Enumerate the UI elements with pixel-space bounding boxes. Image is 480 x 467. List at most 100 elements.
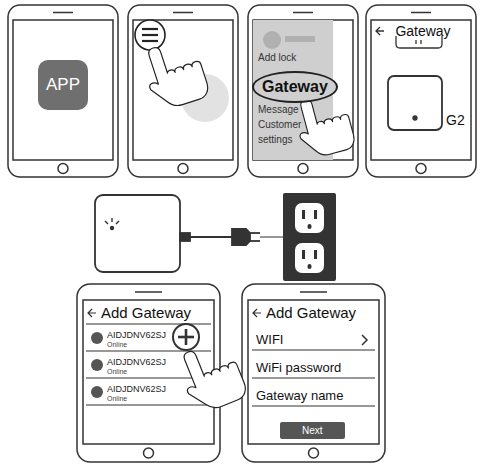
- phone6-screen-part: [252, 377, 375, 378]
- phone-frames-part: [135, 291, 162, 293]
- wall-outlet: [283, 193, 336, 281]
- wall-outlet-part: [283, 193, 336, 281]
- power-cable-part: [260, 237, 283, 238]
- phone-frames-part: [133, 20, 233, 160]
- phone2-screen-part-part: [142, 34, 158, 36]
- menu-item: settings: [258, 134, 292, 145]
- phone-frames-part: [300, 291, 327, 293]
- wall-outlet-part-part: [308, 224, 312, 229]
- gateway-device-part: [105, 218, 119, 224]
- phone-frames-part: [144, 448, 154, 458]
- phone2-screen-part: [135, 20, 165, 50]
- node-text: Next: [302, 425, 323, 436]
- phone-frames-part: [53, 12, 73, 14]
- phone2-screen-part: [142, 29, 158, 41]
- phone3-menu-part: [263, 31, 281, 49]
- phone5-screen-part: [86, 323, 211, 324]
- power-cable-part: [250, 240, 260, 242]
- phone5-screen-part: [173, 324, 199, 350]
- phone4-screen-part: [413, 116, 417, 120]
- phone-frames-part: [298, 164, 308, 174]
- gateway-device: [95, 195, 180, 272]
- power-cable-part: [180, 233, 190, 241]
- phone5-screen-part: [91, 359, 103, 371]
- menu-item: Customer: [258, 119, 301, 130]
- phone3-menu: [253, 20, 357, 160]
- power-cable-part: [250, 232, 260, 234]
- app-icon: APP: [38, 60, 88, 110]
- menu-highlight: Gateway: [252, 71, 338, 103]
- phone-frames-part: [248, 5, 358, 177]
- phone4-screen-part: [388, 76, 442, 130]
- phone-frames-part: [371, 20, 471, 160]
- node-text: APP: [46, 76, 80, 95]
- phone5-screen-part: [174, 337, 249, 416]
- phone3-menu-part: [285, 36, 315, 42]
- wall-outlet-part-part: [314, 210, 317, 219]
- field-label: WIFI: [256, 333, 283, 347]
- wall-outlet-part: [302, 210, 317, 269]
- phone-frames-part: [173, 12, 193, 14]
- phone6-screen: [252, 309, 375, 406]
- gateway-device-part-part: [111, 218, 112, 222]
- phone6-screen-part: [362, 335, 367, 345]
- phone6-screen-part: [253, 309, 261, 317]
- power-cable: [180, 229, 283, 245]
- next-button: Next: [280, 422, 345, 439]
- phone6-screen-part: [252, 405, 375, 406]
- power-cable-part: [232, 229, 250, 245]
- device-status: Online: [107, 368, 127, 376]
- power-cable-part: [190, 236, 232, 238]
- phone-frames-part: [248, 300, 379, 444]
- wall-outlet-part-part: [308, 264, 312, 269]
- field-label: WiFi password: [256, 361, 341, 375]
- phone-frames-part: [309, 448, 319, 458]
- menu-item: Message: [258, 104, 299, 115]
- phone-frames-part: [128, 5, 238, 177]
- device-id: AIDJDNV62SJ: [107, 385, 166, 395]
- phone-frames: [8, 5, 476, 462]
- phone4-screen-part: [415, 40, 416, 44]
- device-status: Online: [107, 395, 127, 403]
- phone-frames-part: [58, 164, 68, 174]
- phone-frames-part: [13, 20, 113, 160]
- gateway-device-part-part: [105, 221, 108, 224]
- phone5-screen: [86, 309, 249, 416]
- phone-frames-part: [242, 284, 385, 462]
- phone5-screen-part: [88, 309, 96, 317]
- phone-frames-part: [8, 5, 118, 177]
- wall-outlet-part-part: [314, 250, 317, 259]
- model-name: G2: [446, 113, 465, 128]
- gateway-device-part: [95, 195, 180, 272]
- wall-outlet-part: [295, 243, 324, 273]
- menu-item: Add lock: [258, 52, 296, 63]
- phone5-screen-part: [178, 329, 194, 345]
- phone-frames-part: [178, 164, 188, 174]
- wall-outlet-part-part: [302, 250, 305, 259]
- phone4-screen: [376, 27, 442, 130]
- screen-title: Gateway: [395, 24, 450, 39]
- gateway-device-part: [110, 226, 114, 230]
- gateway-device-part-part: [116, 221, 119, 224]
- phone5-screen-part-part: [178, 336, 194, 339]
- phone-frames-part: [411, 12, 431, 14]
- phone6-screen-part: [252, 349, 375, 350]
- phone5-screen-part: [91, 386, 103, 398]
- phone4-screen-part: [376, 27, 384, 35]
- device-id: AIDJDNV62SJ: [107, 331, 166, 341]
- phone2-screen: [135, 20, 229, 122]
- phone5-screen-part: [91, 332, 103, 344]
- phone5-screen-part: [86, 404, 211, 405]
- node-text: Gateway: [262, 78, 328, 96]
- phone2-screen-part-part: [142, 28, 158, 30]
- wall-outlet-part: [295, 203, 324, 233]
- field-label: Gateway name: [256, 389, 343, 403]
- phone-frames-part: [366, 5, 476, 177]
- phone-frames-part: [416, 164, 426, 174]
- phone4-screen-part: [420, 40, 421, 44]
- device-status: Online: [107, 341, 127, 349]
- device-id: AIDJDNV62SJ: [107, 358, 166, 368]
- phone-frames-part: [293, 12, 313, 14]
- phone2-screen-part-part: [142, 40, 158, 42]
